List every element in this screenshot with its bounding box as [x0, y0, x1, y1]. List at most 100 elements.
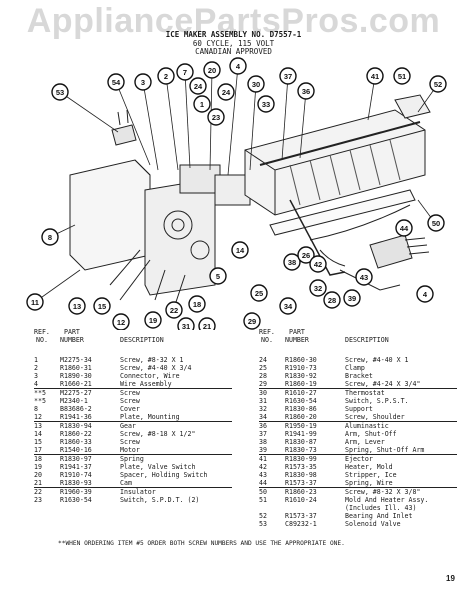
svg-text:30: 30 [252, 80, 260, 89]
svg-text:51: 51 [398, 72, 406, 81]
svg-text:13: 13 [73, 302, 81, 311]
svg-text:4: 4 [236, 62, 241, 71]
callout-38: 38 [283, 253, 301, 271]
part-description: Spring, Shut-Off Arm [345, 446, 425, 454]
svg-text:52: 52 [434, 80, 442, 89]
part-description: Screw, #4-40 X 3/4 [120, 364, 192, 372]
part-description: Cam [120, 479, 132, 487]
part-description: Connector, Wire [120, 372, 180, 380]
callout-37: 37 [279, 67, 297, 85]
callout-21: 21 [198, 317, 216, 330]
part-number: R1630-54 [60, 496, 92, 504]
svg-text:39: 39 [348, 294, 356, 303]
part-description: Arm, Shut-Off [345, 430, 397, 438]
part-description: Thermostat [345, 389, 385, 397]
header-part: PART [289, 328, 305, 336]
ref-number: 53 [259, 520, 267, 528]
group-divider [259, 487, 457, 488]
ref-number: 24 [259, 356, 267, 364]
svg-text:15: 15 [98, 302, 106, 311]
part-description: Heater, Mold [345, 463, 393, 471]
ref-number: 39 [259, 446, 267, 454]
svg-text:42: 42 [314, 260, 322, 269]
ref-number: 29 [259, 380, 267, 388]
callout-1-top: 1 [193, 95, 211, 113]
part-description: Insulator [120, 488, 156, 496]
callout-25: 25 [250, 284, 268, 302]
part-number: C89232-1 [285, 520, 317, 528]
svg-text:4: 4 [423, 290, 428, 299]
svg-text:41: 41 [371, 72, 379, 81]
ref-number: 42 [259, 463, 267, 471]
callout-4-top: 4 [229, 57, 247, 75]
ref-number: 23 [34, 496, 42, 504]
ref-number: 17 [34, 446, 42, 454]
part-number: R1910-73 [285, 364, 317, 372]
ref-number: 2 [34, 364, 38, 372]
callout-33: 33 [257, 95, 275, 113]
part-description: Plate, Valve Switch [120, 463, 196, 471]
part-number: R1860-20 [285, 413, 317, 421]
part-description: Switch, S.P.S.T. [345, 397, 409, 405]
ref-number: 36 [259, 422, 267, 430]
group-divider [34, 388, 232, 389]
part-number: R1941-37 [60, 463, 92, 471]
ref-number: 37 [259, 430, 267, 438]
group-divider [259, 454, 457, 455]
group-divider [259, 388, 457, 389]
svg-text:24: 24 [222, 88, 231, 97]
ref-number: 21 [34, 479, 42, 487]
exploded-view-illustration: 53 54 3 2 7 20 4 30 37 36 41 52 24 1 24 … [26, 57, 447, 330]
svg-text:44: 44 [400, 224, 409, 233]
group-divider [34, 421, 232, 422]
ref-number: 13 [34, 422, 42, 430]
callout-4-right: 4 [416, 285, 434, 303]
part-description: Bracket [345, 372, 373, 380]
callout-26: 26 [297, 246, 315, 264]
header-ref: REF. [34, 328, 50, 336]
part-number: R1830-87 [285, 438, 317, 446]
svg-text:18: 18 [193, 300, 201, 309]
ref-number: 18 [34, 455, 42, 463]
ref-number: 3 [34, 372, 38, 380]
callout-51: 51 [393, 67, 411, 85]
callout-44: 44 [395, 219, 413, 237]
ref-number: 32 [259, 405, 267, 413]
callout-41: 41 [366, 67, 384, 85]
part-number: B83686-2 [60, 405, 92, 413]
ref-number: 8 [34, 405, 38, 413]
part-number: R1830-98 [285, 471, 317, 479]
callout-32: 32 [309, 279, 327, 297]
callout-14: 14 [231, 241, 249, 259]
ref-number: 22 [34, 488, 42, 496]
part-description: Screw, #4-40 X 1 [345, 356, 409, 364]
ref-number: 14 [34, 430, 42, 438]
part-number: R1610-27 [285, 389, 317, 397]
part-description: Support [345, 405, 373, 413]
ordering-footnote: **WHEN ORDERING ITEM #5 ORDER BOTH SCREW… [58, 540, 345, 547]
part-number: R1860-23 [285, 488, 317, 496]
diagram-title: ICE MAKER ASSEMBLY NO. D7557-1 [165, 30, 302, 39]
diagram-subtitle-voltage: 60 CYCLE, 115 VOLT [192, 39, 275, 48]
part-number: R1540-16 [60, 446, 92, 454]
callout-18: 18 [188, 295, 206, 313]
part-number: R1830-99 [285, 455, 317, 463]
part-description: Plate, Mounting [120, 413, 180, 421]
callout-43: 43 [355, 268, 373, 286]
part-description: Ejector [345, 455, 373, 463]
ref-number: **5 [34, 389, 46, 397]
part-description: Screw, #8-18 X 1/2" [120, 430, 196, 438]
